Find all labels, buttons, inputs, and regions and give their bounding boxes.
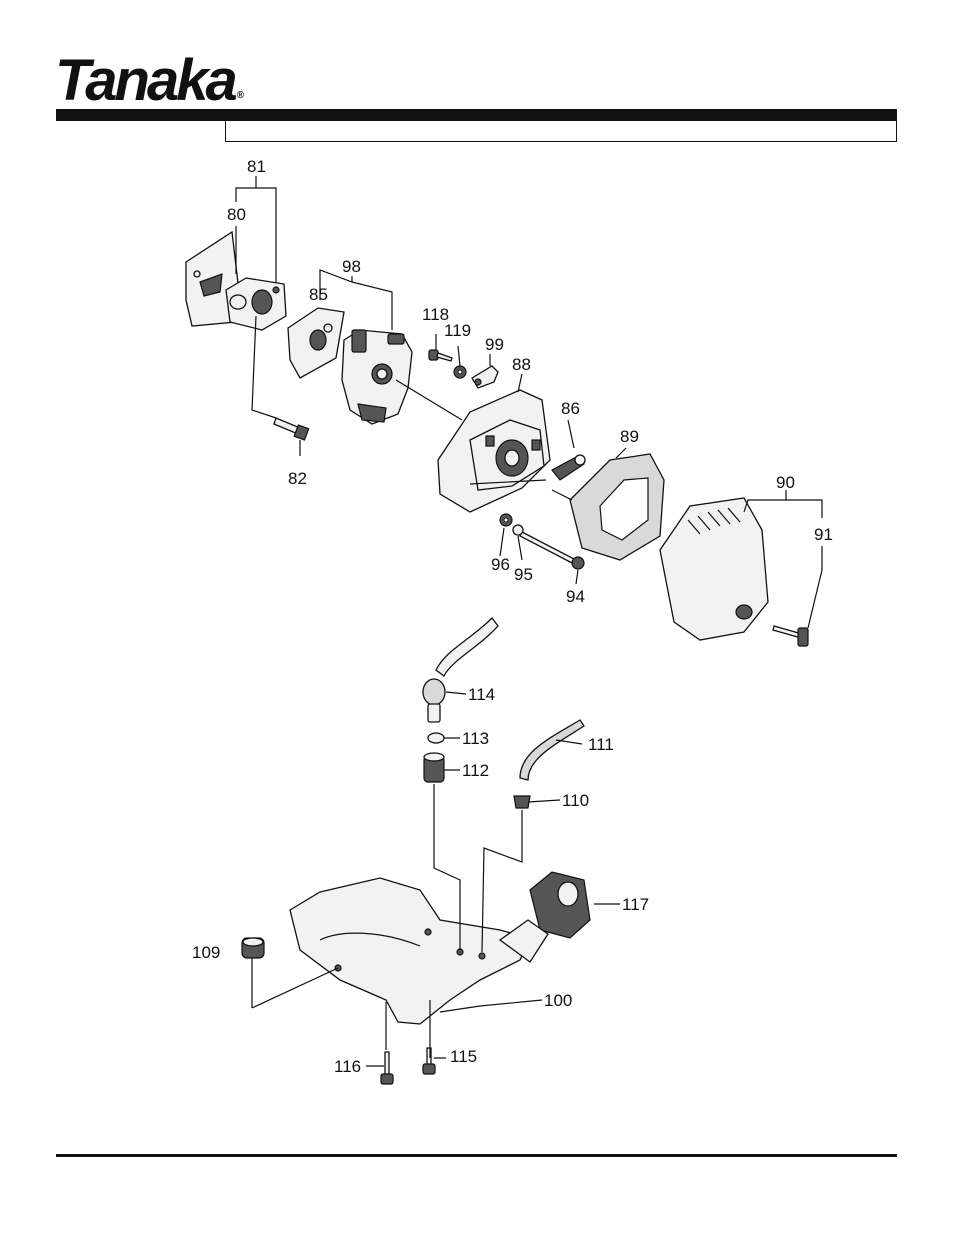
part-90-air-cleaner-cover [659, 497, 769, 641]
part-115-screw [422, 1047, 436, 1075]
part-86-choke-lever [551, 454, 586, 481]
part-88-air-cleaner-case [437, 389, 551, 513]
tanaka-logo: Tanaka® [55, 52, 244, 110]
part-109-cushion [241, 937, 265, 959]
label-96: 96 [491, 555, 510, 574]
label-113: 113 [462, 729, 489, 748]
part-98-carburetor [341, 329, 413, 425]
label-80: 80 [227, 205, 246, 224]
label-117: 117 [622, 895, 649, 914]
part-112-fuel-filter [423, 752, 445, 783]
label-115: 115 [450, 1047, 477, 1066]
label-116: 116 [334, 1057, 361, 1076]
label-86: 86 [561, 399, 580, 418]
label-110: 110 [562, 791, 589, 810]
label-109: 109 [192, 943, 220, 962]
label-82: 82 [288, 469, 307, 488]
part-91-knob-bolt [772, 625, 809, 647]
label-118: 118 [422, 305, 449, 324]
label-111: 111 [588, 735, 614, 754]
part-113-washer [427, 732, 445, 744]
logo-text: Tanaka [55, 48, 238, 113]
part-94-bolt [519, 531, 585, 570]
label-114: 114 [468, 685, 495, 704]
part-89-air-filter-element [569, 453, 665, 561]
label-95: 95 [514, 565, 533, 584]
label-88: 88 [512, 355, 531, 374]
part-117-fuel-cap [529, 871, 591, 939]
label-81: 81 [247, 157, 266, 176]
part-labels: 81 80 98 85 118 119 99 88 86 89 82 90 91… [192, 157, 833, 1076]
label-85: 85 [309, 285, 328, 304]
part-82-bolt [273, 417, 310, 441]
part-119-washer [453, 365, 467, 379]
label-100: 100 [544, 991, 572, 1010]
leader-lines [235, 176, 823, 1067]
label-99: 99 [485, 335, 504, 354]
part-95-spring-washer [512, 524, 524, 536]
label-91: 91 [814, 525, 833, 544]
part-81-insulator [225, 277, 287, 331]
label-90: 90 [776, 473, 795, 492]
footer-rule [56, 1154, 897, 1157]
title-box [225, 121, 897, 142]
part-111-fuel-pipe [519, 719, 585, 781]
header-bar [56, 109, 897, 121]
part-116-screw [380, 1051, 394, 1085]
part-118-screw [428, 349, 453, 362]
part-110-grommet [513, 795, 531, 809]
label-112: 112 [462, 761, 489, 780]
part-100-fuel-tank [289, 877, 549, 1025]
label-94: 94 [566, 587, 585, 606]
part-96-washer [499, 513, 513, 527]
part-114-fuel-pipe-assembly [422, 617, 499, 723]
part-99-bracket [471, 365, 499, 389]
label-98: 98 [342, 257, 361, 276]
registered-mark: ® [236, 90, 245, 101]
part-80-gasket [185, 230, 241, 327]
label-119: 119 [444, 321, 471, 340]
part-85-gasket [287, 307, 345, 379]
label-89: 89 [620, 427, 639, 446]
